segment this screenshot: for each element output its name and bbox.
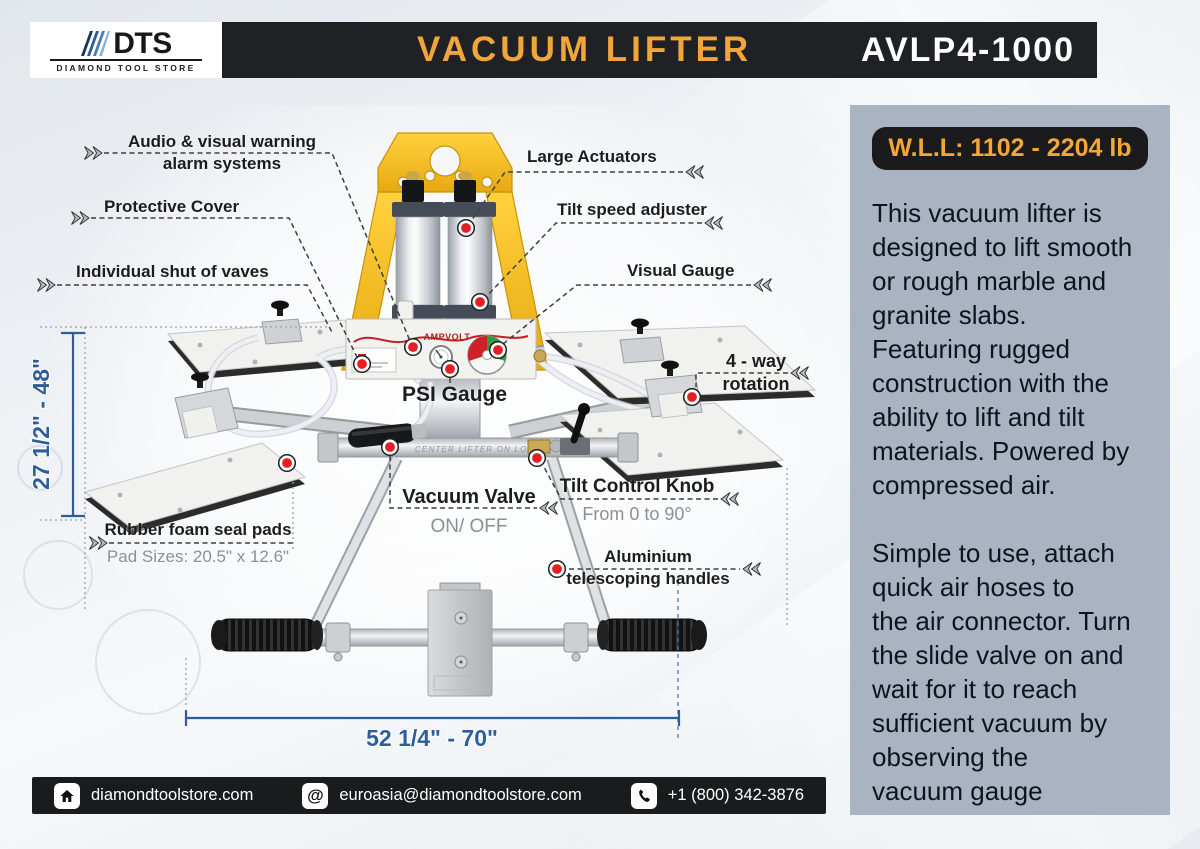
callout-rubber-pads-label: Rubber foam seal pads <box>104 520 292 539</box>
callout-vacuum-valve-sub: ON/ OFF <box>430 516 508 537</box>
logo-tagline: DIAMOND TOOL STORE <box>56 62 196 73</box>
callout-handles-line1: Aluminium <box>604 547 692 566</box>
callout-rubber-pads: Rubber foam seal pads Pad Sizes: 20.5" x… <box>97 520 299 567</box>
callout-audio-alarm-line1: Audio & visual warning <box>128 132 316 151</box>
email-icon: @ <box>302 782 329 809</box>
phone-icon <box>630 782 657 809</box>
logo-stripes-icon <box>81 30 111 56</box>
callout-rubber-pads-sub: Pad Sizes: 20.5" x 12.6" <box>106 547 290 566</box>
callout-psi-gauge: PSI Gauge <box>402 383 508 406</box>
email-text: euroasia@diamondtoolstore.com <box>339 786 582 804</box>
model-number: AVLP4-1000 <box>860 30 1075 69</box>
callout-protective-cover: Protective Cover <box>104 197 240 216</box>
phone-text: +1 (800) 342-3876 <box>667 786 804 804</box>
website-text: diamondtoolstore.com <box>91 786 254 804</box>
callout-audio-alarm-line2: alarm systems <box>162 154 282 173</box>
callout-large-actuators: Large Actuators <box>527 147 657 166</box>
callout-vacuum-valve: Vacuum Valve ON/ OFF <box>390 486 548 538</box>
callout-tilt-control-label: Tilt Control Knob <box>559 476 715 497</box>
callout-shut-off-valves: Individual shut of vaves <box>76 262 269 281</box>
wll-badge: W.L.L: 1102 - 2204 lb <box>872 127 1148 170</box>
phone-link[interactable]: +1 (800) 342-3876 <box>630 782 804 809</box>
callout-vacuum-valve-label: Vacuum Valve <box>402 486 536 508</box>
logo-row: DTS <box>80 28 172 58</box>
callout-visual-gauge: Visual Gauge <box>627 261 735 280</box>
callout-tilt-control-sub: From 0 to 90° <box>582 504 692 524</box>
callout-handles: Aluminium telescoping handles <box>561 546 735 590</box>
callout-handles-line2: telescoping handles <box>566 569 730 588</box>
email-link[interactable]: @ euroasia@diamondtoolstore.com <box>302 782 582 809</box>
callout-audio-alarm: Audio & visual warning alarm systems <box>108 131 336 175</box>
header-bar: VACUUM LIFTER AVLP4-1000 <box>222 22 1097 78</box>
logo-divider <box>50 58 202 61</box>
callout-tilt-control: Tilt Control Knob From 0 to 90° <box>552 476 722 525</box>
home-icon <box>54 782 80 809</box>
callout-tilt-speed: Tilt speed adjuster <box>557 200 707 219</box>
website-link[interactable]: diamondtoolstore.com <box>54 782 254 809</box>
description-sidebar: W.L.L: 1102 - 2204 lb This vacuum lifter… <box>850 105 1170 815</box>
page-title: VACUUM LIFTER <box>417 30 753 69</box>
callout-four-way-line2: rotation <box>722 374 790 394</box>
company-logo: DTS DIAMOND TOOL STORE <box>30 22 222 78</box>
logo-abbr: DTS <box>113 26 172 60</box>
description-paragraph-1: This vacuum lifter is designed to lift s… <box>872 198 1133 500</box>
contact-bar: diamondtoolstore.com @ euroasia@diamondt… <box>32 777 826 814</box>
callout-four-way-line1: 4 - way <box>725 351 787 371</box>
callout-four-way-rotation: 4 - way rotation <box>706 350 806 396</box>
description-paragraph-2: Simple to use, attach quick air hoses to… <box>872 538 1131 806</box>
